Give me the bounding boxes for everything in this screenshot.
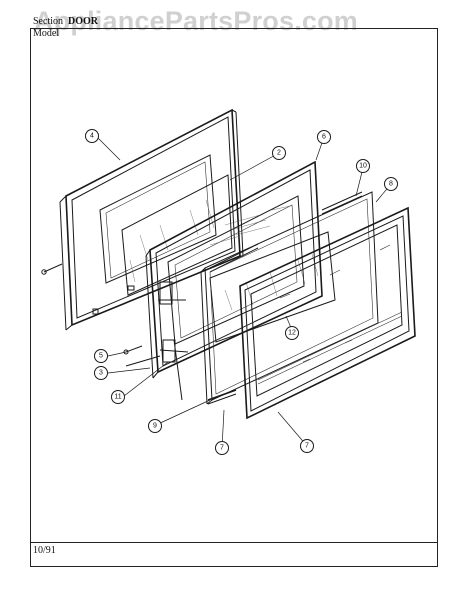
section-value: DOOR bbox=[68, 16, 98, 27]
callout-label: 8 bbox=[389, 181, 393, 188]
footer-date: 10/91 bbox=[33, 545, 56, 556]
bottom-strip bbox=[173, 339, 237, 405]
drawing-frame bbox=[30, 28, 438, 567]
callout-4: 4 bbox=[85, 129, 99, 143]
callout-label: 3 bbox=[99, 370, 103, 377]
hinge-screw bbox=[123, 345, 161, 367]
callout-8: 8 bbox=[384, 177, 398, 191]
callout-label: 4 bbox=[90, 133, 94, 140]
callout-label: 7 bbox=[220, 445, 224, 452]
callout-label: 5 bbox=[99, 353, 103, 360]
side-frame bbox=[200, 191, 379, 405]
callout-label: 11 bbox=[114, 394, 121, 401]
section-header: Section DOOR bbox=[33, 16, 98, 27]
leader-lines bbox=[95, 135, 392, 449]
callout-5: 5 bbox=[94, 349, 108, 363]
watermark: AppliancePartsPros.com bbox=[34, 6, 359, 36]
callout-9: 9 bbox=[148, 419, 162, 433]
callout-7-frame: 7 bbox=[300, 439, 314, 453]
callout-label: 6 bbox=[322, 134, 326, 141]
callout-label: 12 bbox=[288, 330, 296, 337]
callout-label: 7 bbox=[305, 443, 309, 450]
inner-door-liner bbox=[145, 160, 323, 379]
section-label: Section bbox=[33, 16, 63, 27]
footer-rule bbox=[30, 542, 438, 543]
callout-3: 3 bbox=[94, 366, 108, 380]
callout-6: 6 bbox=[317, 130, 331, 144]
outer-door-panel bbox=[41, 108, 244, 331]
callout-11: 11 bbox=[111, 390, 125, 404]
model-label: Model bbox=[33, 28, 60, 39]
model-header: Model bbox=[33, 28, 59, 39]
callout-10: 10 bbox=[356, 159, 370, 173]
outer-trim-frame bbox=[239, 206, 416, 420]
callout-7-bottom: 7 bbox=[215, 441, 229, 455]
callout-label: 10 bbox=[359, 163, 367, 170]
callout-label: 9 bbox=[153, 423, 157, 430]
callout-label: 2 bbox=[277, 150, 281, 157]
callout-2: 2 bbox=[272, 146, 286, 160]
callout-12: 12 bbox=[285, 326, 299, 340]
